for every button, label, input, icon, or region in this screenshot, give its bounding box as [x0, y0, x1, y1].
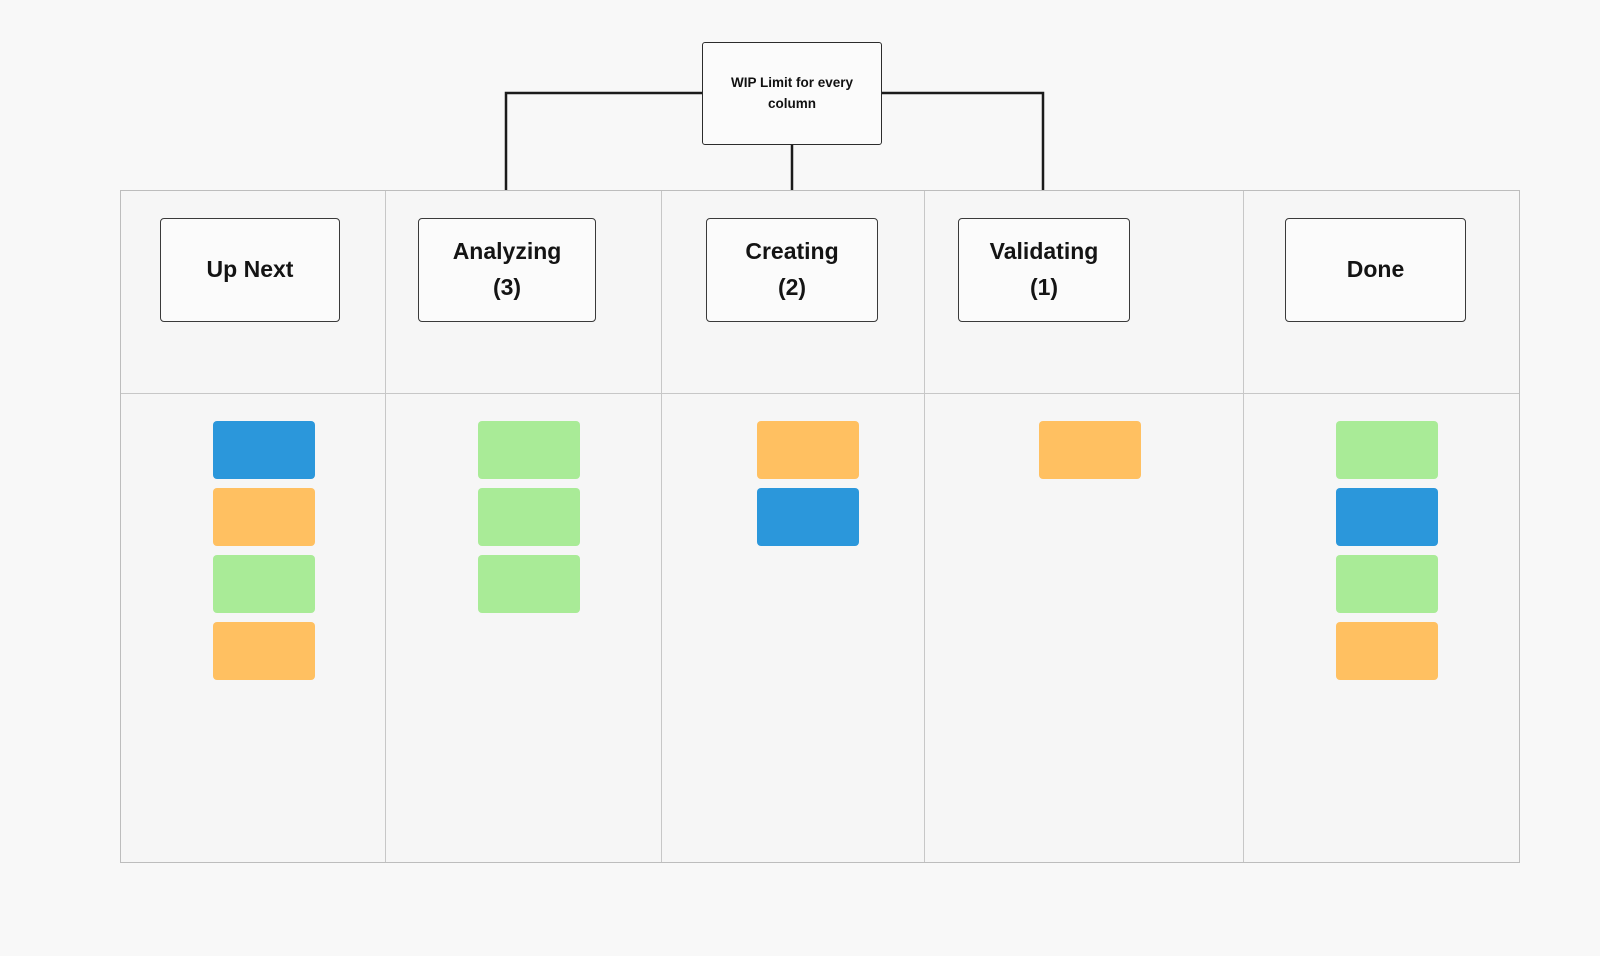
- card-orange-up-next[interactable]: [213, 622, 315, 680]
- header-row-divider: [121, 393, 1519, 394]
- column-title: Creating: [745, 238, 839, 265]
- column-wip-limit: (3): [492, 274, 522, 300]
- card-green-done[interactable]: [1336, 421, 1438, 479]
- column-divider: [661, 191, 662, 862]
- card-orange-creating[interactable]: [757, 421, 859, 479]
- column-header-up-next[interactable]: Up Next: [160, 218, 340, 322]
- column-title: Validating: [989, 238, 1099, 265]
- card-green-up-next[interactable]: [213, 555, 315, 613]
- column-divider: [924, 191, 925, 862]
- column-title: Up Next: [206, 256, 294, 283]
- card-blue-up-next[interactable]: [213, 421, 315, 479]
- card-blue-creating[interactable]: [757, 488, 859, 546]
- column-header-analyzing[interactable]: Analyzing (3): [418, 218, 596, 322]
- card-orange-up-next[interactable]: [213, 488, 315, 546]
- card-blue-done[interactable]: [1336, 488, 1438, 546]
- card-green-done[interactable]: [1336, 555, 1438, 613]
- column-divider: [385, 191, 386, 862]
- column-title: Analyzing: [452, 238, 562, 265]
- column-wip-limit: (1): [1029, 274, 1059, 300]
- wip-limit-label-line1: WIP Limit for every: [730, 75, 854, 91]
- card-orange-validating[interactable]: [1039, 421, 1141, 479]
- wip-limit-label-line2: column: [767, 95, 816, 111]
- card-green-analyzing[interactable]: [478, 555, 580, 613]
- column-header-creating[interactable]: Creating (2): [706, 218, 878, 322]
- kanban-board: Up Next Analyzing (3) Creating (2) Validating…: [120, 190, 1520, 863]
- wip-limit-annotation[interactable]: WIP Limit for every column: [702, 42, 882, 145]
- column-title: Done: [1346, 256, 1405, 283]
- column-wip-limit: (2): [777, 274, 807, 300]
- column-header-done[interactable]: Done: [1285, 218, 1466, 322]
- card-green-analyzing[interactable]: [478, 488, 580, 546]
- column-header-validating[interactable]: Validating (1): [958, 218, 1130, 322]
- card-green-analyzing[interactable]: [478, 421, 580, 479]
- column-divider: [1243, 191, 1244, 862]
- card-orange-done[interactable]: [1336, 622, 1438, 680]
